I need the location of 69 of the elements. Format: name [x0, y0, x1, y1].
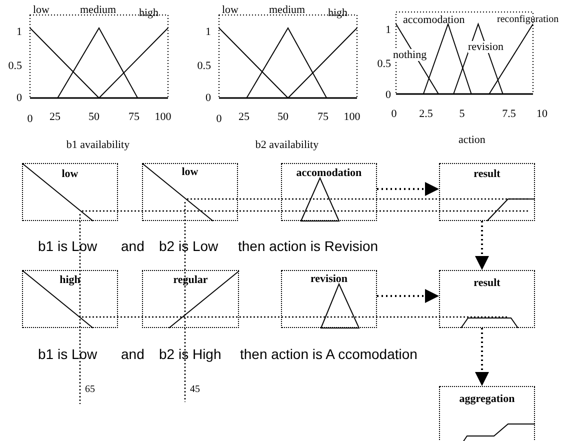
axis-tick-label: 0.5 [377, 58, 391, 70]
rule-panel [439, 163, 535, 221]
axis-tick-label: 25 [238, 111, 250, 123]
axis-tick-label: 0 [216, 113, 222, 125]
axis-tick-label: 0.5 [8, 60, 22, 72]
axis-tick-label: 100 [344, 111, 360, 123]
rule-panel [281, 270, 377, 328]
panel-title: accomodation [295, 167, 363, 179]
arrow [475, 221, 489, 270]
rule-text: b1 is Low [38, 346, 98, 362]
curve-label: accomodation [403, 14, 465, 26]
panel-title: regular [172, 274, 209, 286]
axis-tick-label: 0 [386, 89, 391, 101]
panel-title: aggregation [458, 393, 516, 405]
rule-text: b2 is Low [159, 238, 218, 254]
arrow [475, 328, 489, 386]
curve-label: low [33, 4, 50, 16]
curve-label: reconfiguration [497, 14, 559, 25]
axis-tick-label: 1 [16, 26, 22, 38]
rule-text: b1 is Low [38, 238, 98, 254]
axis-tick-label: 50 [278, 111, 288, 123]
rule-text: then action is A ccomodation [240, 346, 418, 362]
rule-panel [142, 270, 239, 328]
rule-panel [22, 163, 118, 221]
axis-tick-label: 1 [386, 24, 391, 36]
curve-label: low [222, 4, 238, 16]
panel-title: high [58, 274, 82, 286]
curve-label: medium [80, 4, 116, 16]
axis-tick-label: 7.5 [502, 108, 516, 120]
rule-panel [142, 163, 238, 221]
axis-tick-label: 0 [206, 92, 211, 104]
axis-tick-label: 75 [128, 111, 140, 123]
axis-tick-label: 10 [536, 108, 548, 120]
axis-title: b2 availability [255, 139, 319, 151]
value-label: 45 [190, 384, 200, 395]
curve-label: high [139, 7, 159, 19]
axis-tick-label: 0 [391, 108, 397, 120]
axis-tick-label: 75 [318, 111, 328, 123]
axis-tick-label: 0.5 [197, 60, 211, 72]
axis-tick-label: 1 [206, 26, 211, 38]
axis-tick-label: 5 [459, 108, 465, 120]
curve-label: medium [269, 4, 306, 16]
arrow [377, 289, 439, 303]
rule-panel [439, 386, 535, 441]
axis-tick-label: 0 [27, 113, 33, 125]
panel-title: low [180, 166, 200, 178]
rule-text: and [121, 346, 144, 362]
rule-text: and [121, 238, 144, 254]
rule-panel [281, 163, 377, 221]
rule-text: b2 is High [159, 346, 222, 362]
panel-title: result [472, 168, 502, 180]
arrow [377, 182, 439, 196]
curve-label: revision [468, 41, 504, 53]
axis-tick-label: 100 [154, 111, 172, 123]
curve-label: high [328, 7, 348, 19]
curve-label: nothing [393, 49, 427, 61]
rule-panel [22, 270, 118, 328]
rule-text: then action is Revision [238, 238, 378, 254]
rule-panel [439, 270, 535, 328]
axis-tick-label: 2.5 [419, 108, 433, 120]
panel-title: low [60, 168, 80, 180]
panel-title: revision [309, 273, 349, 285]
axis-tick-label: 25 [50, 111, 60, 123]
axis-title: b1 availability [66, 139, 130, 151]
axis-tick-label: 0 [16, 92, 22, 104]
panel-title: result [472, 277, 502, 289]
axis-title: action [458, 134, 486, 146]
axis-tick-label: 50 [88, 111, 100, 123]
value-label: 65 [85, 384, 95, 395]
